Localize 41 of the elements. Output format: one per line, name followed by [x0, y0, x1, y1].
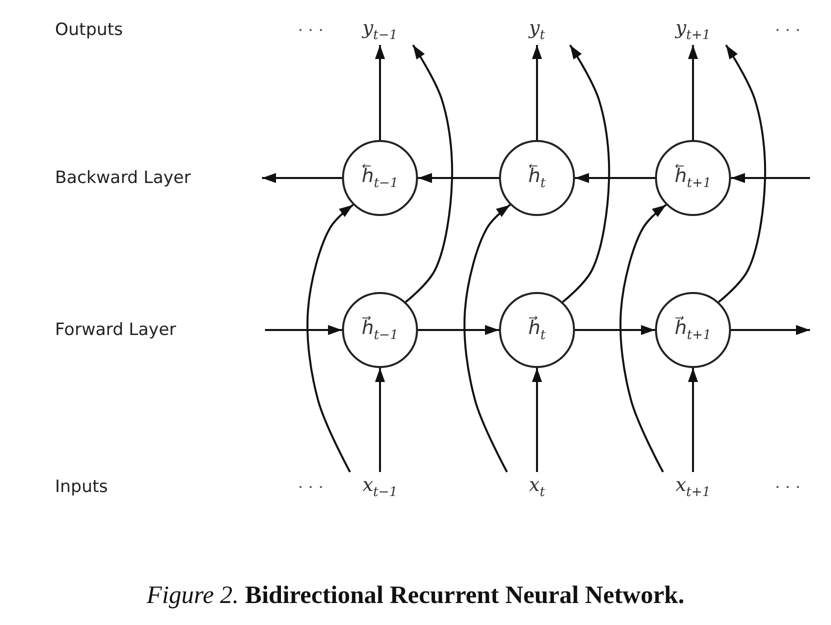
figure-caption: Figure 2. Bidirectional Recurrent Neural Network. [146, 582, 686, 610]
arrow [619, 204, 667, 472]
input-label: x$_{t−1}$ [362, 476, 398, 498]
arrow [688, 45, 698, 140]
arrow [688, 368, 698, 472]
arrow [575, 173, 655, 183]
state-label: h⃖$_{t+1}$ [674, 166, 712, 190]
state-label: h⃗$_{t+1}$ [674, 318, 712, 342]
row-label: Inputs [55, 477, 108, 497]
arrow [418, 173, 499, 183]
arrow [532, 45, 542, 140]
arrow [375, 45, 385, 140]
arrow [405, 44, 454, 303]
arrow [575, 325, 655, 335]
state-label: h⃗$_{t−1}$ [362, 318, 398, 342]
ellipsis: · · · [775, 478, 800, 496]
output-label: y$_{t}$ [529, 18, 545, 42]
row-label: Outputs [55, 20, 123, 40]
arrow [532, 368, 542, 472]
state-label: h⃖$_{t−1}$ [362, 166, 398, 190]
ellipsis: · · · [775, 20, 800, 40]
row-label: Backward Layer [55, 168, 191, 188]
arrow [718, 44, 766, 303]
arrow [562, 44, 610, 303]
arrow [463, 204, 511, 472]
arrow [306, 204, 354, 472]
state-label: h⃖$_{t}$ [528, 166, 546, 190]
input-label: x$_{t+1}$ [675, 476, 711, 498]
output-label: y$_{t+1}$ [675, 18, 711, 42]
output-label: y$_{t−1}$ [362, 18, 398, 42]
arrow [418, 325, 499, 335]
arrow [731, 173, 810, 183]
state-label: h⃗$_{t}$ [528, 318, 546, 342]
row-label: Forward Layer [55, 320, 176, 340]
ellipsis: · · · [298, 478, 324, 496]
input-label: x$_{t}$ [529, 476, 545, 498]
arrow [262, 173, 342, 183]
ellipsis: · · · [298, 20, 324, 40]
arrow [265, 325, 342, 335]
arrow [375, 368, 385, 472]
arrow [731, 325, 810, 335]
